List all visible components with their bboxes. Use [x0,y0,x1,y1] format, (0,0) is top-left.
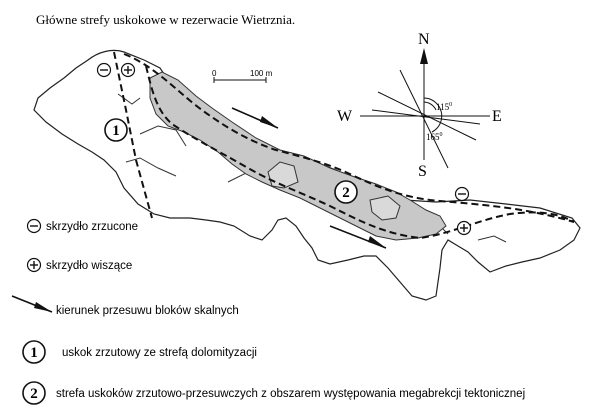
svg-text:1: 1 [30,345,38,361]
svg-text:strefa uskoków zrzutowo-przesu: strefa uskoków zrzutowo-przesuwczych z o… [56,388,525,400]
angle-115: 1150 [436,102,452,112]
upthrown-symbol [120,62,136,78]
north-arrow-icon [420,48,428,64]
legend-fault-1: 1 uskok zrzutowy ze strefą dolomityzacji [22,340,257,364]
svg-text:skrzydło zrzucone: skrzydło zrzucone [46,221,138,233]
inner-line [125,157,177,177]
fault-line-2-north [123,53,575,223]
compass-south: S [418,163,427,180]
rock-block [267,161,299,189]
map-title: Główne strefy uskokowe w rezerwacie Wiet… [36,12,295,27]
svg-text:0: 0 [212,69,217,78]
rock-block [369,195,401,221]
legend: skrzydło zrzucone skrzydło wiszące kieru… [11,218,525,405]
legend-displacement: kierunek przesuwu bloków skalnych [11,295,239,317]
zone-2-marker: 2 [334,180,358,204]
svg-text:kierunek przesuwu bloków skaln: kierunek przesuwu bloków skalnych [56,305,239,317]
compass-north: N [418,31,430,48]
inner-line [139,125,187,147]
svg-text:2: 2 [30,386,38,402]
svg-text:1: 1 [112,123,120,139]
zone-1-marker: 1 [104,118,128,142]
inner-line [477,235,507,243]
legend-fault-2: 2 strefa uskoków zrzutowo-przesuwczych z… [22,381,525,405]
scale-bar: 0 100 m [212,69,273,83]
legend-upthrown: skrzydło wiszące [26,257,132,273]
downthrown-symbol [454,186,470,202]
svg-text:uskok zrzutowy ze strefą dolom: uskok zrzutowy ze strefą dolomityzacji [62,347,257,359]
displacement-arrow [329,225,387,249]
compass-east: E [492,108,502,125]
angle-165: 1650 [426,132,443,142]
compass-west: W [337,108,353,125]
svg-text:100 m: 100 m [250,69,273,78]
svg-text:2: 2 [342,185,350,201]
downthrown-symbol [96,62,112,78]
displacement-arrow [231,107,279,129]
svg-text:skrzydło wiszące: skrzydło wiszące [46,260,132,272]
legend-downthrown: skrzydło zrzucone [26,218,138,234]
upthrown-symbol [456,220,472,236]
compass-rose: N S W E 1150 1650 [337,31,502,180]
inner-line [117,93,141,105]
fault-line-2-south [145,65,575,240]
